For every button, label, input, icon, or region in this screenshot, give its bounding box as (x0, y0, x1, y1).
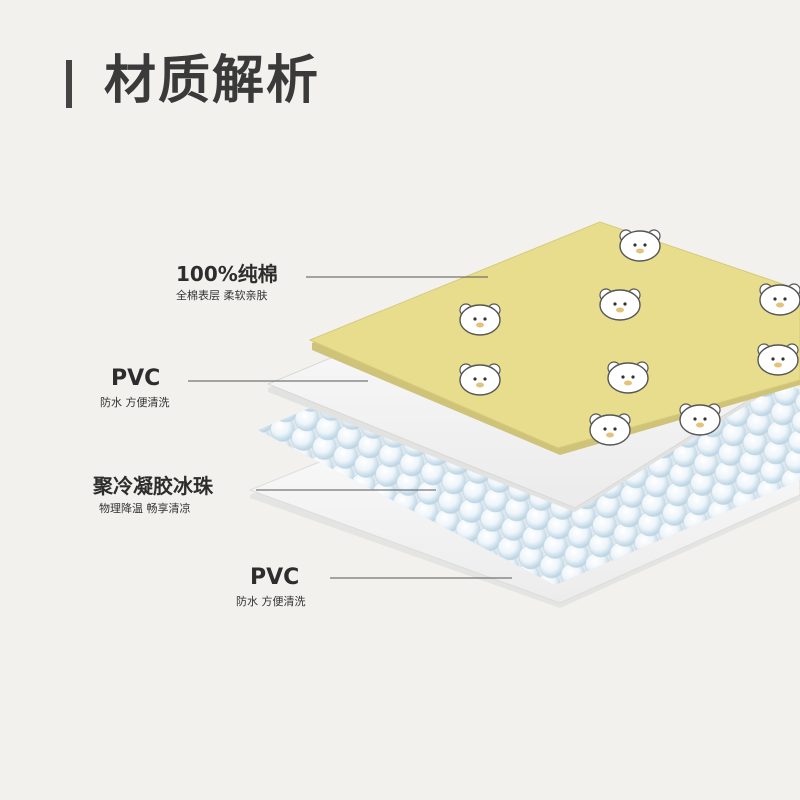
title-accent-bar (66, 60, 72, 108)
bear-face-pattern (757, 343, 799, 376)
bear-face-pattern (459, 303, 501, 336)
layer-desc-pvc-bottom: 防水 方便清洗 (236, 595, 306, 608)
layer-desc-gel: 物理降温 畅享清凉 (99, 502, 191, 515)
layer-desc-cotton: 全棉表层 柔软亲肤 (176, 289, 268, 302)
cotton-top-layer (308, 221, 800, 455)
bear-face-pattern (759, 283, 800, 316)
bear-face-pattern (679, 403, 721, 436)
bear-face-pattern (599, 288, 641, 321)
bear-face-pattern (589, 413, 631, 446)
gel-bead (795, 390, 800, 415)
layer-label-gel: 聚冷凝胶冰珠 (93, 474, 213, 498)
layer-label-cotton: 100%纯棉 (176, 262, 278, 286)
leader-lines (188, 276, 512, 579)
layer-label-pvc-bottom: PVC (250, 565, 300, 590)
gel-bead (258, 408, 274, 433)
page-title: 材质解析 (104, 51, 321, 111)
gel-bead (791, 409, 800, 435)
layer-desc-pvc-top: 防水 方便清洗 (100, 396, 170, 409)
gel-bead (229, 400, 253, 424)
layer-label-pvc-top: PVC (111, 366, 161, 391)
gel-bead (788, 429, 800, 454)
bear-face-pattern (459, 363, 501, 396)
bear-face-pattern (607, 361, 649, 394)
gel-bead (258, 447, 267, 472)
bear-face-pattern (619, 229, 661, 262)
